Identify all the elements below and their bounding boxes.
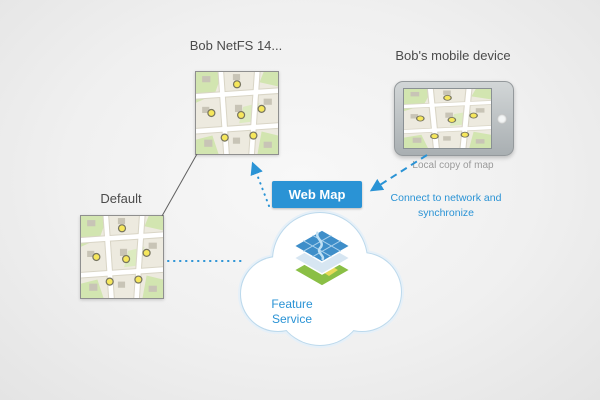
tablet-screen-map bbox=[403, 88, 492, 149]
feature-service-layers-icon bbox=[292, 229, 352, 287]
web-map-box: Web Map bbox=[272, 181, 362, 208]
connect-sync-note: Connect to network and synchronize bbox=[390, 192, 502, 219]
map-thumbnail-icon bbox=[196, 72, 278, 154]
map-thumbnail-icon bbox=[81, 216, 163, 298]
feature-service-label: Feature Service bbox=[271, 297, 313, 326]
local-copy-caption: Local copy of map bbox=[412, 160, 494, 171]
cloud-icon bbox=[238, 210, 404, 348]
version-branch-line bbox=[161, 153, 198, 217]
netfs-map-label: Bob NetFS 14... bbox=[189, 38, 283, 53]
netfs-map-thumbnail bbox=[195, 71, 279, 155]
default-map-thumbnail bbox=[80, 215, 164, 299]
mobile-device-label: Bob's mobile device bbox=[395, 48, 511, 63]
home-button-icon bbox=[497, 113, 507, 124]
map-thumbnail-icon bbox=[404, 89, 491, 148]
default-map-label: Default bbox=[100, 191, 142, 206]
tablet-device-icon bbox=[394, 81, 514, 156]
